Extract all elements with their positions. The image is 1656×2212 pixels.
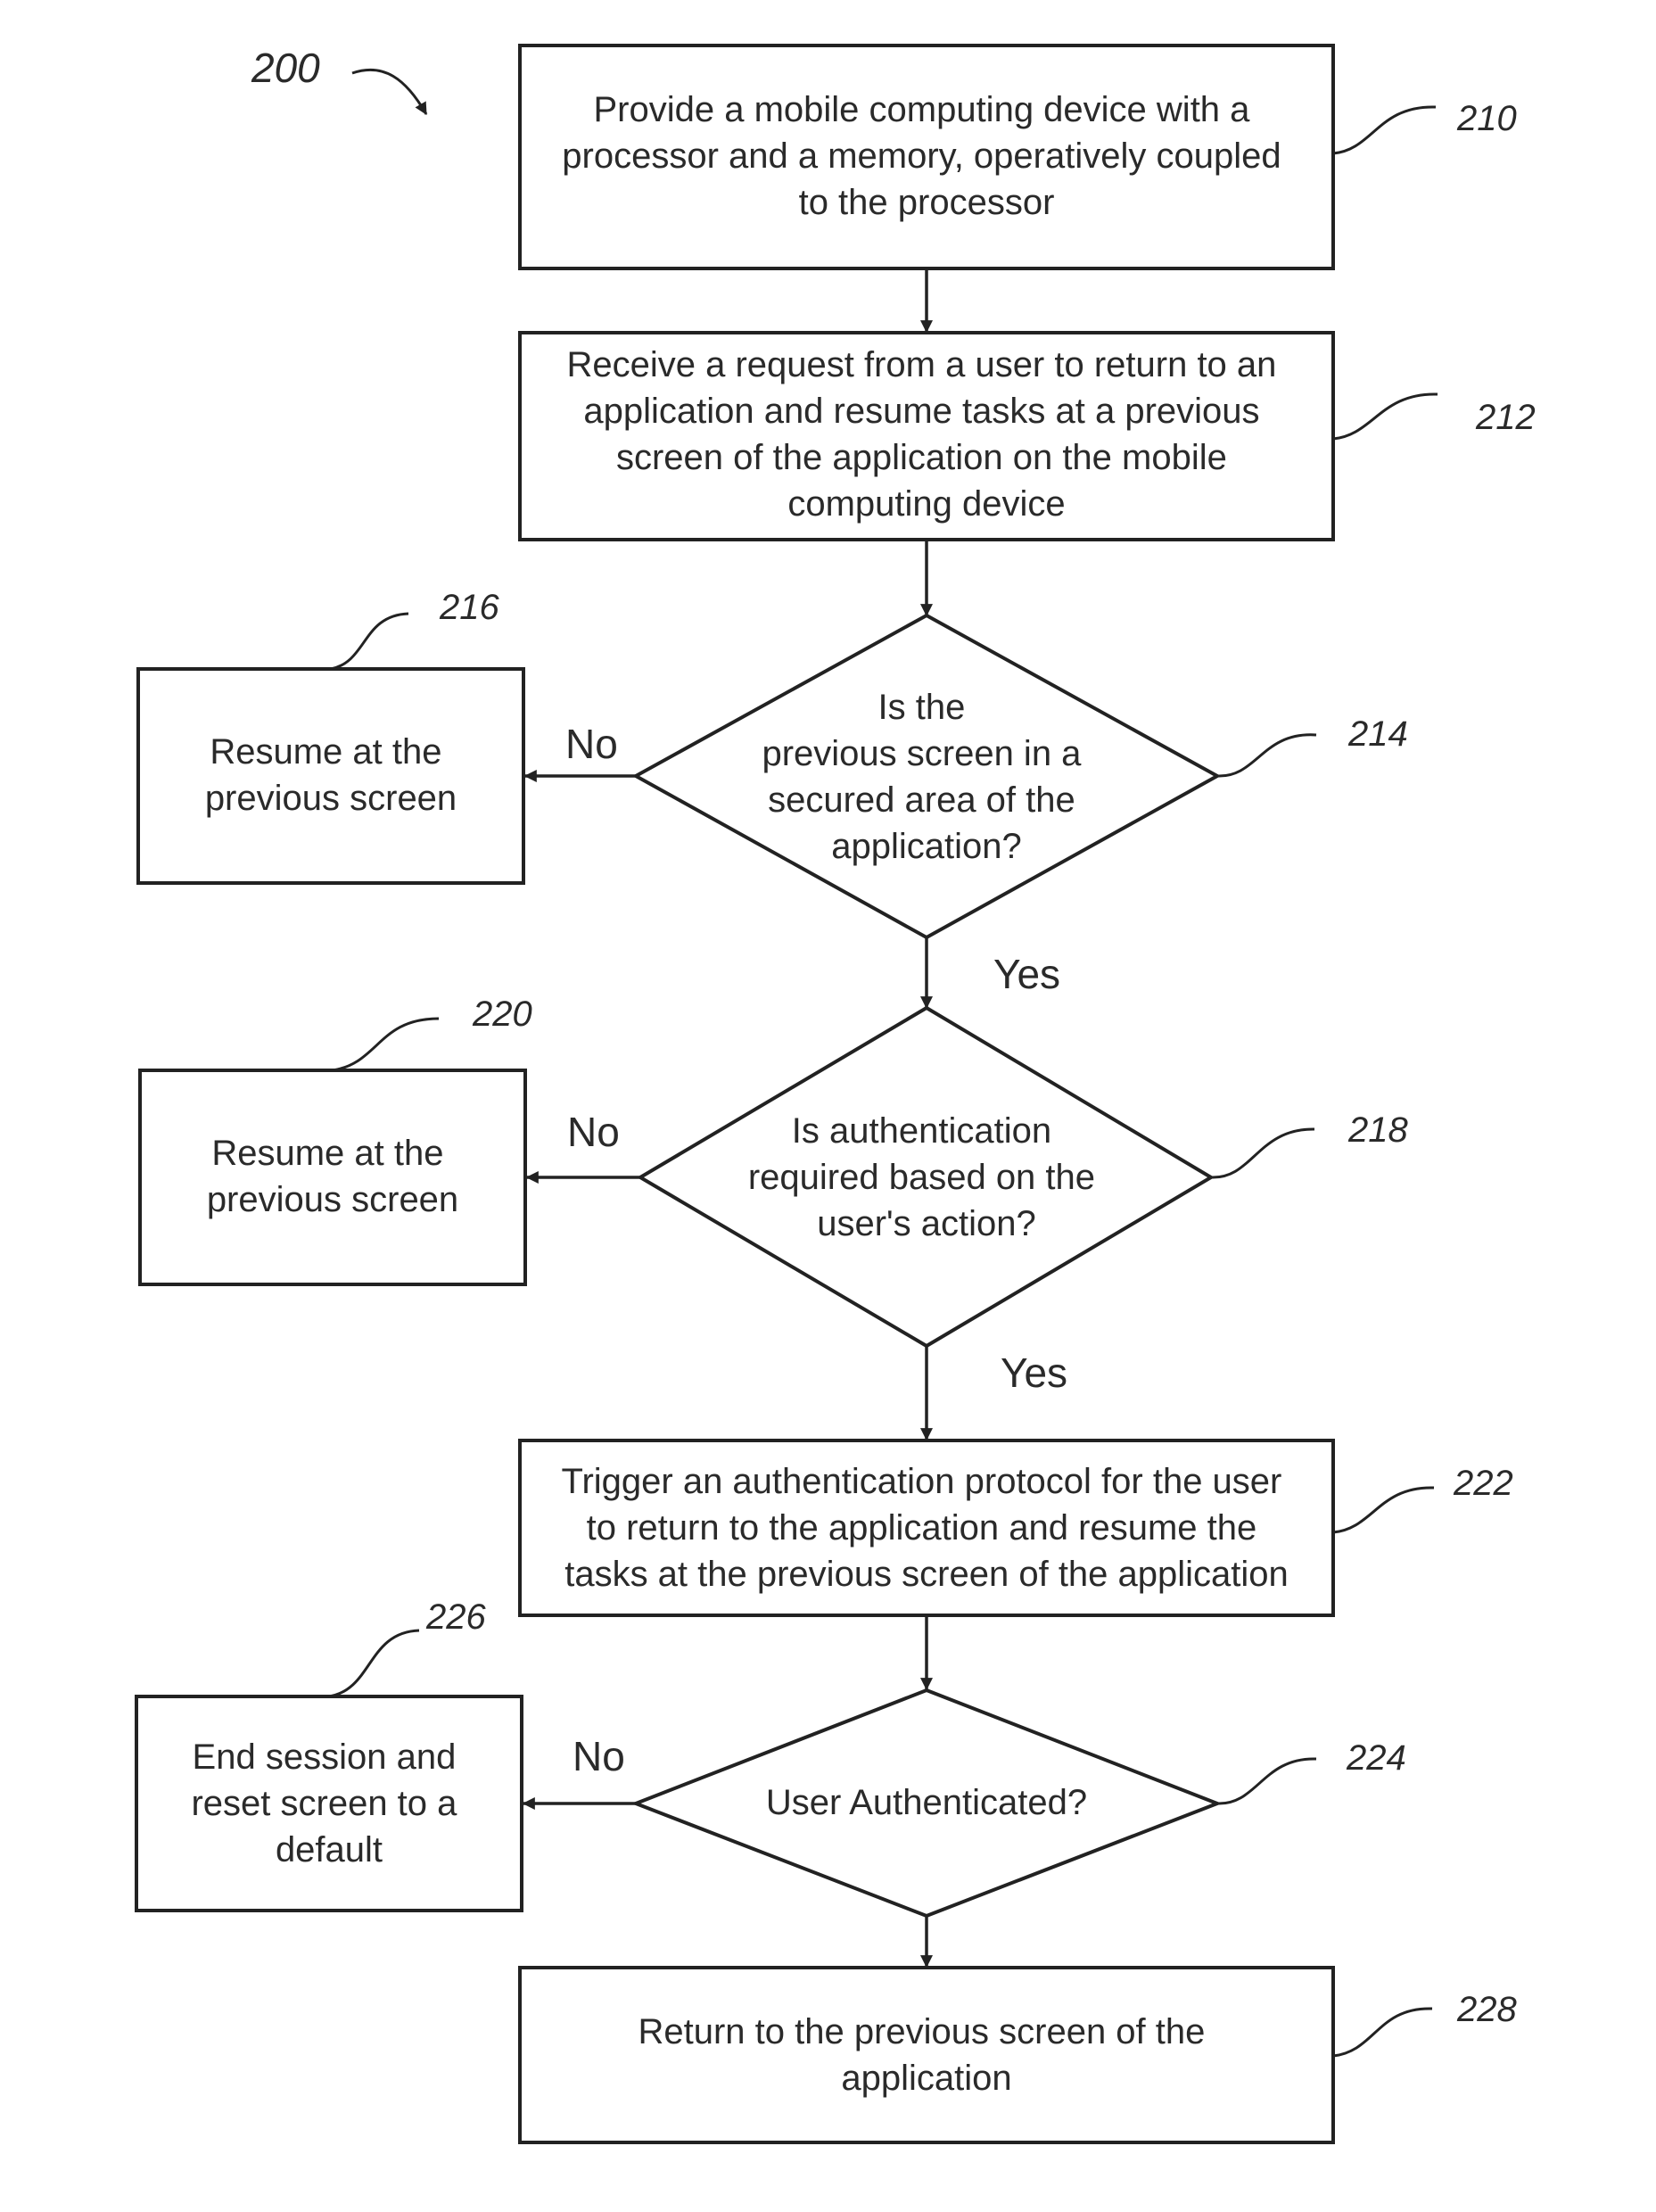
leader-222 (1333, 1488, 1434, 1532)
leader-210 (1333, 107, 1436, 153)
leader-216 (331, 614, 408, 669)
decision-224-text: User Authenticated? (766, 1783, 1087, 1822)
branch-no-218: No (567, 1109, 620, 1155)
step-228-box (520, 1968, 1333, 2142)
figure-pointer-arrow (352, 70, 426, 114)
ref-228: 228 (1456, 1990, 1517, 2029)
step-216-box (138, 669, 523, 883)
branch-no-224: No (573, 1733, 625, 1779)
branch-no-214: No (565, 721, 618, 767)
ref-226: 226 (425, 1597, 486, 1637)
branch-yes-214: Yes (993, 951, 1060, 997)
ref-224: 224 (1346, 1738, 1406, 1778)
leader-224 (1217, 1759, 1316, 1803)
ref-214: 214 (1347, 714, 1408, 754)
ref-218: 218 (1347, 1110, 1408, 1150)
branch-yes-218: Yes (1001, 1349, 1067, 1396)
leader-220 (333, 1019, 439, 1070)
leader-218 (1211, 1129, 1314, 1177)
leader-228 (1333, 2009, 1432, 2056)
figure-number: 200 (251, 45, 320, 91)
ref-210: 210 (1456, 99, 1517, 138)
ref-212: 212 (1475, 398, 1536, 437)
ref-222: 222 (1453, 1464, 1513, 1503)
step-222-text: Trigger an authentication protocol for t… (562, 1462, 1292, 1594)
step-220-box (140, 1070, 525, 1284)
leader-226 (329, 1630, 419, 1696)
leader-214 (1217, 735, 1316, 776)
decision-214-diamond (636, 615, 1217, 937)
ref-220: 220 (472, 995, 532, 1034)
ref-216: 216 (439, 588, 499, 627)
leader-212 (1333, 394, 1438, 439)
